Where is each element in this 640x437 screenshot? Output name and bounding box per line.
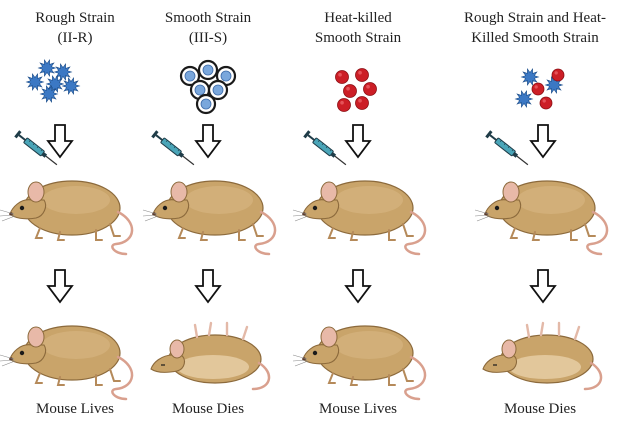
- smooth-bacteria-cluster: [179, 59, 237, 115]
- arrow-down-icon: [194, 124, 222, 159]
- title-line-1: Smooth Strain: [164, 10, 252, 26]
- dead-mouse-icon: [482, 321, 603, 391]
- bacteria-icon: [335, 70, 349, 84]
- mouse-icon: [292, 325, 427, 401]
- bacteria-icon: [520, 67, 540, 87]
- heat-killed-bacteria-cluster: [335, 68, 377, 112]
- mixed-bacteria-cluster: [514, 67, 565, 110]
- bacteria-icon: [514, 89, 534, 109]
- bacteria-icon: [39, 84, 59, 104]
- title-line-1: Heat-killed: [324, 10, 392, 26]
- outcome-label: Mouse Dies: [503, 401, 577, 417]
- mouse-icon: [474, 180, 609, 256]
- title-line-2: Killed Smooth Strain: [471, 30, 599, 46]
- syringe-icon: [303, 130, 347, 166]
- outcome-label: Mouse Dies: [171, 401, 245, 417]
- mouse-icon: [0, 180, 134, 256]
- bacteria-icon: [207, 79, 229, 101]
- column-art: [474, 67, 609, 391]
- bacteria-icon: [539, 96, 553, 110]
- column-mixed: Rough Strain and Heat- Killed Smooth Str…: [464, 0, 625, 437]
- syringe-icon: [14, 130, 58, 166]
- column-rough-strain: Rough Strain (II-R) Mouse Lives: [0, 0, 160, 437]
- title-line-2: (II-R): [57, 30, 93, 46]
- column-heat-killed: Heat-killed Smooth Strain Mouse Lives: [283, 0, 443, 437]
- mouse-icon: [0, 325, 134, 401]
- bacteria-icon: [363, 82, 377, 96]
- arrow-down-icon: [46, 124, 74, 159]
- column-smooth-strain: Smooth Strain (III-S) Mouse Dies: [133, 0, 293, 437]
- column-art: [142, 59, 277, 391]
- bacteria-icon: [337, 98, 351, 112]
- bacteria-icon: [25, 72, 45, 92]
- column-art: [292, 68, 427, 401]
- outcome-label: Mouse Lives: [36, 401, 114, 417]
- bacteria-icon: [61, 76, 81, 96]
- syringe-icon: [151, 130, 195, 166]
- mouse-icon: [292, 180, 427, 256]
- arrow-down-icon: [344, 124, 372, 159]
- bacteria-icon: [37, 58, 57, 78]
- bacteria-icon: [197, 59, 219, 81]
- arrow-down-icon: [529, 124, 557, 159]
- title-line-1: Rough Strain: [35, 10, 115, 26]
- rough-bacteria-cluster: [25, 58, 81, 104]
- bacteria-icon: [551, 68, 565, 82]
- bacteria-icon: [179, 65, 201, 87]
- bacteria-icon: [355, 96, 369, 110]
- arrow-down-icon: [46, 269, 74, 304]
- bacteria-icon: [355, 68, 369, 82]
- outcome-label: Mouse Lives: [319, 401, 397, 417]
- column-art: [0, 58, 134, 401]
- title-line-1: Rough Strain and Heat-: [463, 10, 607, 26]
- column-title: Heat-killed Smooth Strain: [283, 8, 433, 48]
- arrow-down-icon: [194, 269, 222, 304]
- bacteria-icon: [195, 93, 217, 115]
- title-line-2: (III-S): [188, 30, 228, 46]
- column-title: Rough Strain and Heat- Killed Smooth Str…: [425, 8, 640, 48]
- dead-mouse-icon: [150, 321, 271, 391]
- title-line-2: Smooth Strain: [314, 30, 402, 46]
- arrow-down-icon: [529, 269, 557, 304]
- column-title: Smooth Strain (III-S): [133, 8, 283, 48]
- bacteria-icon: [343, 84, 357, 98]
- column-title: Rough Strain (II-R): [0, 8, 150, 48]
- bacteria-icon: [53, 62, 73, 82]
- bacteria-icon: [531, 82, 545, 96]
- bacteria-icon: [215, 65, 237, 87]
- mouse-icon: [142, 180, 277, 256]
- syringe-icon: [485, 130, 529, 166]
- arrow-down-icon: [344, 269, 372, 304]
